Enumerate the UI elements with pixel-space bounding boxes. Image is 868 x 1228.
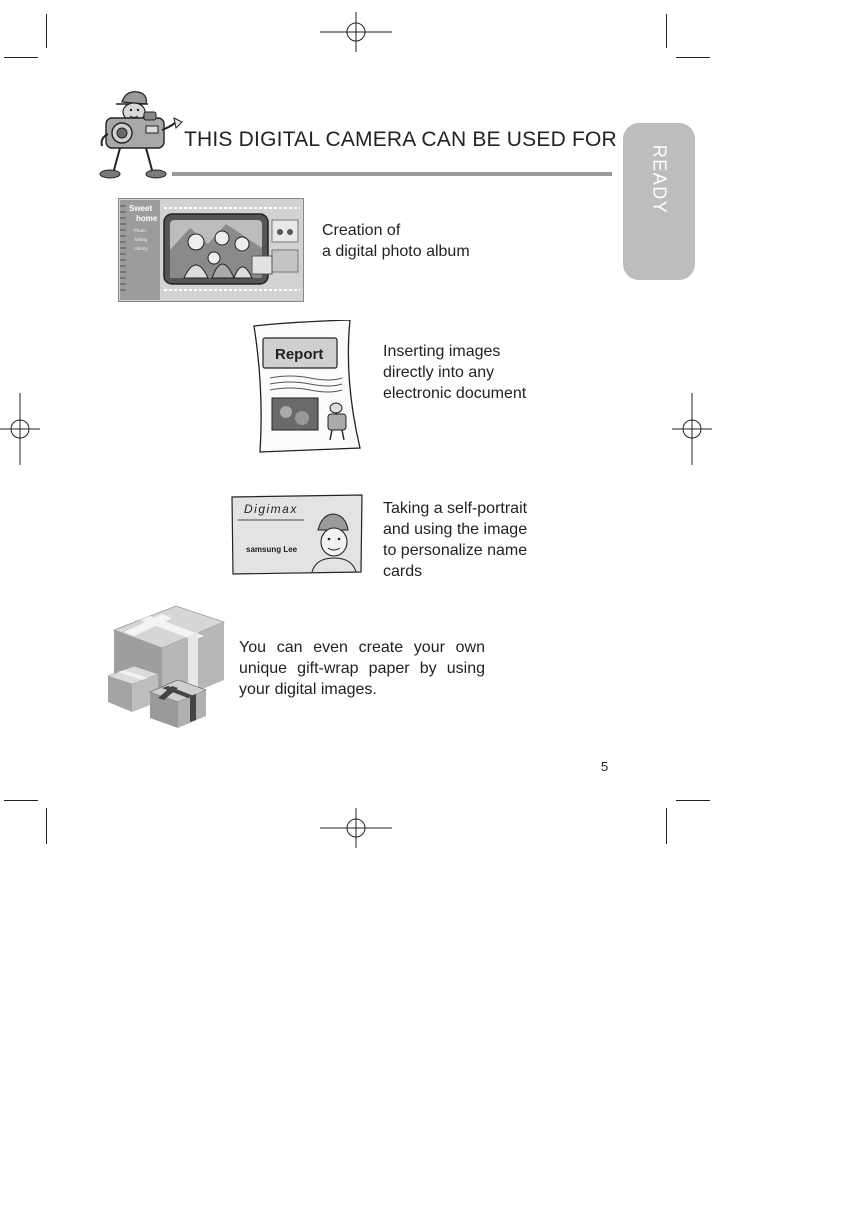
album-label-sweet: Sweet [129, 204, 152, 213]
crop-mark-top-right-h [676, 57, 710, 58]
use-report-line-1: Inserting images [383, 343, 501, 360]
use-namecard-line-2: and using the image [383, 521, 528, 538]
use-album-line-1: Creation of [322, 222, 401, 239]
registration-mark-right-icon [672, 393, 712, 465]
crop-mark-top-left-h [4, 57, 38, 58]
use-namecard-line-3: to personalize name [383, 542, 528, 559]
use-album-line-2: a digital photo album [322, 243, 470, 260]
crop-mark-top-left-v [46, 14, 47, 48]
album-menu-library: Library [134, 246, 149, 251]
registration-mark-top-icon [320, 12, 392, 52]
registration-mark-bottom-icon [320, 808, 392, 848]
use-report-text: Inserting images directly into any elect… [383, 341, 526, 404]
use-namecard-line-4: cards [383, 563, 423, 580]
page-number: 5 [601, 759, 609, 774]
card-brand-label: Digimax [244, 502, 298, 516]
camera-mascot-icon [99, 91, 183, 179]
side-tab-label: READY [649, 144, 670, 215]
card-name-label: samsung Lee [246, 545, 298, 554]
report-label: Report [275, 346, 323, 363]
side-tab-ready: READY [623, 123, 695, 280]
photo-album-illustration: Sweet home Photo Taking Library [118, 198, 304, 302]
use-giftwrap-text: You can even create your own unique gift… [239, 639, 485, 698]
use-report-line-3: electronic document [383, 385, 527, 402]
crop-mark-bottom-right-v [666, 808, 667, 844]
page-title: THIS DIGITAL CAMERA CAN BE USED FOR [184, 128, 617, 151]
gift-boxes-illustration [107, 605, 226, 728]
album-label-home: home [136, 214, 158, 223]
use-namecard-text: Taking a self-portrait and using the ima… [383, 498, 527, 582]
title-underline [172, 172, 612, 176]
use-report-line-2: directly into any [383, 364, 495, 381]
name-card-illustration: Digimax samsung Lee [231, 494, 363, 575]
crop-mark-top-right-v [666, 14, 667, 48]
album-menu-photo: Photo [134, 228, 146, 233]
use-namecard-line-1: Taking a self-portrait [383, 500, 528, 517]
use-album-text: Creation of a digital photo album [322, 220, 470, 262]
registration-mark-left-icon [0, 393, 40, 465]
report-document-illustration: Report [253, 320, 361, 453]
crop-mark-bottom-left-v [46, 808, 47, 844]
album-menu-taking: Taking [134, 237, 148, 242]
crop-mark-bottom-left-h [4, 800, 38, 801]
crop-mark-bottom-right-h [676, 800, 710, 801]
